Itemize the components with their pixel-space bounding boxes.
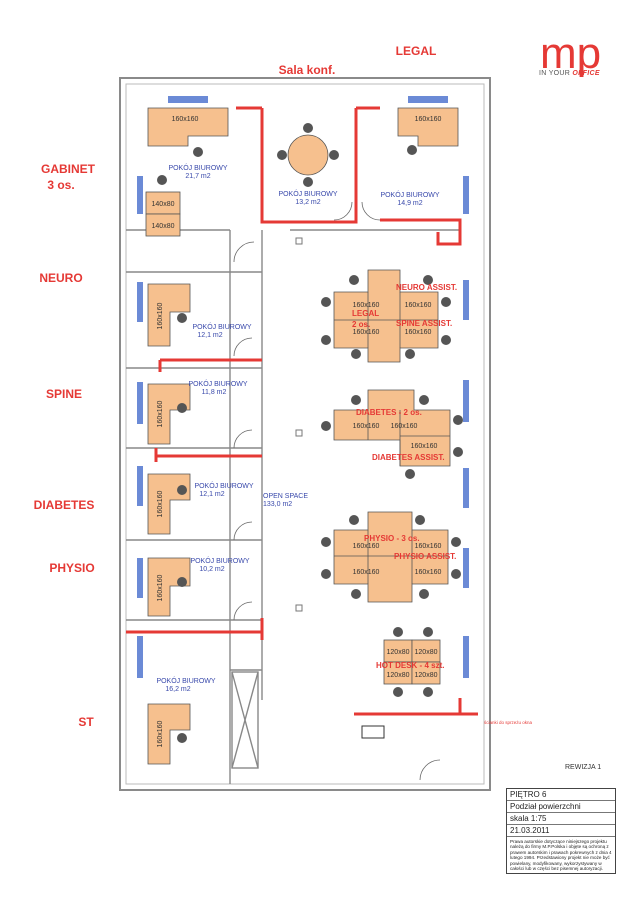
desk-size: 160x160 [353,302,380,309]
desk-size: 160x160 [353,569,380,576]
desk-size: 160x160 [172,116,199,123]
open-space-team-labels: NEURO ASSIST. LEGAL 2 os. SPINE ASSIST. … [352,283,457,670]
team-label: SPINE ASSIST. [396,319,452,328]
legal-top-label: LEGAL [396,44,437,58]
left-windows [137,176,143,678]
room-area: 16,2 m2 [165,686,190,693]
desk-cluster-diabetes [333,389,451,467]
logo-tagline: IN YOUR OFFICE [539,70,600,77]
team-label: PHYSIO ASSIST. [394,552,456,561]
room-area: 21,7 m2 [185,173,210,180]
room-name: POKÓJ BIUROWY [192,322,251,331]
desk-size: 160x160 [157,574,164,601]
desk-gabinet-top [147,107,229,147]
team-label: DIABETES - 2 os. [356,408,422,417]
desk-gabinet-b [145,213,181,237]
room-name: POKÓJ BIUROWY [156,676,215,685]
desk-size: 160x160 [157,302,164,329]
desk-size-labels: 160x160 140x80 140x80 160x160 160x160 16… [152,116,442,747]
logo-mark: mp [540,29,601,78]
room-name: POKÓJ BIUROWY [380,190,439,199]
side-room-desks [145,107,459,765]
room-area: 13,2 m2 [295,199,320,206]
room-name: POKÓJ BIUROWY [194,481,253,490]
team-label: 2 os. [352,320,370,329]
desk-size: 120x80 [415,649,438,656]
room-area: 11,8 m2 [202,389,227,396]
desk-size: 160x160 [391,423,418,430]
hot-desk-4 [411,661,441,685]
desk-size: 140x80 [152,223,175,230]
sala-konf-label: Sala konf. [279,63,336,77]
desk-spine [147,383,191,445]
open-space-name: OPEN SPACE [263,493,308,500]
team-label: NEURO ASSIST. [396,283,457,292]
room-area: 12,1 m2 [197,332,222,339]
mp-logo: mp [540,29,601,78]
desk-size: 160x160 [405,329,432,336]
printer [361,725,385,739]
room-name: POKÓJ BIUROWY [190,556,249,565]
team-label: DIABETES ASSIST. [372,453,445,462]
room-area: 10,2 m2 [199,566,224,573]
door-swings [233,201,441,781]
room-area: 12,1 m2 [199,491,224,498]
title-block: PIĘTRO 6 Podział powierzchni skala 1:75 … [506,788,616,875]
desk-size: 120x80 [387,649,410,656]
team-label: NEURO [39,271,82,285]
conference-table [287,134,329,176]
chairs [157,123,463,743]
desk-size: 160x160 [157,720,164,747]
team-label: HOT DESK - 4 szt. [376,661,444,670]
top-windows [168,96,448,103]
team-label: ST [78,715,94,729]
red-walls [126,106,478,716]
team-label: LEGAL [352,309,379,318]
desk-size: 160x160 [353,329,380,336]
team-labels: GABINET 3 os. NEURO SPINE DIABETES PHYSI… [34,162,96,729]
desk-diabetes [147,473,191,535]
desk-size: 160x160 [353,543,380,550]
wall-annotation: ścianki do sprzeżu okna [484,720,533,725]
desk-size: 140x80 [152,201,175,208]
team-label: GABINET [41,162,96,176]
open-space-desks [333,269,451,685]
right-windows [463,176,469,678]
team-label: PHYSIO [49,561,94,575]
desk-size: 160x160 [415,543,442,550]
room-area: 14,9 m2 [397,200,422,207]
columns [295,237,303,612]
desk-size: 160x160 [405,302,432,309]
title-name: Podział powierzchni [507,801,615,813]
desk-physio [147,557,191,617]
desk-size: 120x80 [387,672,410,679]
title-scale: skala 1:75 [507,813,615,825]
desk-size: 160x160 [157,490,164,517]
desk-size: 120x80 [415,672,438,679]
open-space-area: 133,0 m2 [263,501,292,508]
team-label: 3 os. [47,178,74,192]
title-floor: PIĘTRO 6 [507,789,615,801]
desk-size: 160x160 [157,400,164,427]
building-outline [119,77,491,791]
desk-neuro [147,283,191,347]
revision-label: REWIZJA 1 [565,764,602,771]
building-inner-outline [125,83,485,785]
copyright-note: Prawa autorskie dotyczące niniejszego pr… [510,839,612,872]
team-label: DIABETES [34,498,95,512]
room-labels: POKÓJ BIUROWY 21,7 m2 POKÓJ BIUROWY 13,2… [156,163,439,693]
desk-legal-top [397,107,459,147]
room-name: POKÓJ BIUROWY [168,163,227,172]
desk-st [147,703,191,765]
desk-size: 160x160 [415,569,442,576]
desk-size: 160x160 [353,423,380,430]
team-label: SPINE [46,387,82,401]
room-name: POKÓJ BIUROWY [278,189,337,198]
room-name: POKÓJ BIUROWY [188,379,247,388]
desk-size: 160x160 [415,116,442,123]
desk-size: 160x160 [411,443,438,450]
title-date: 21.03.2011 [507,825,615,837]
team-label: PHYSIO - 3 os. [364,534,420,543]
